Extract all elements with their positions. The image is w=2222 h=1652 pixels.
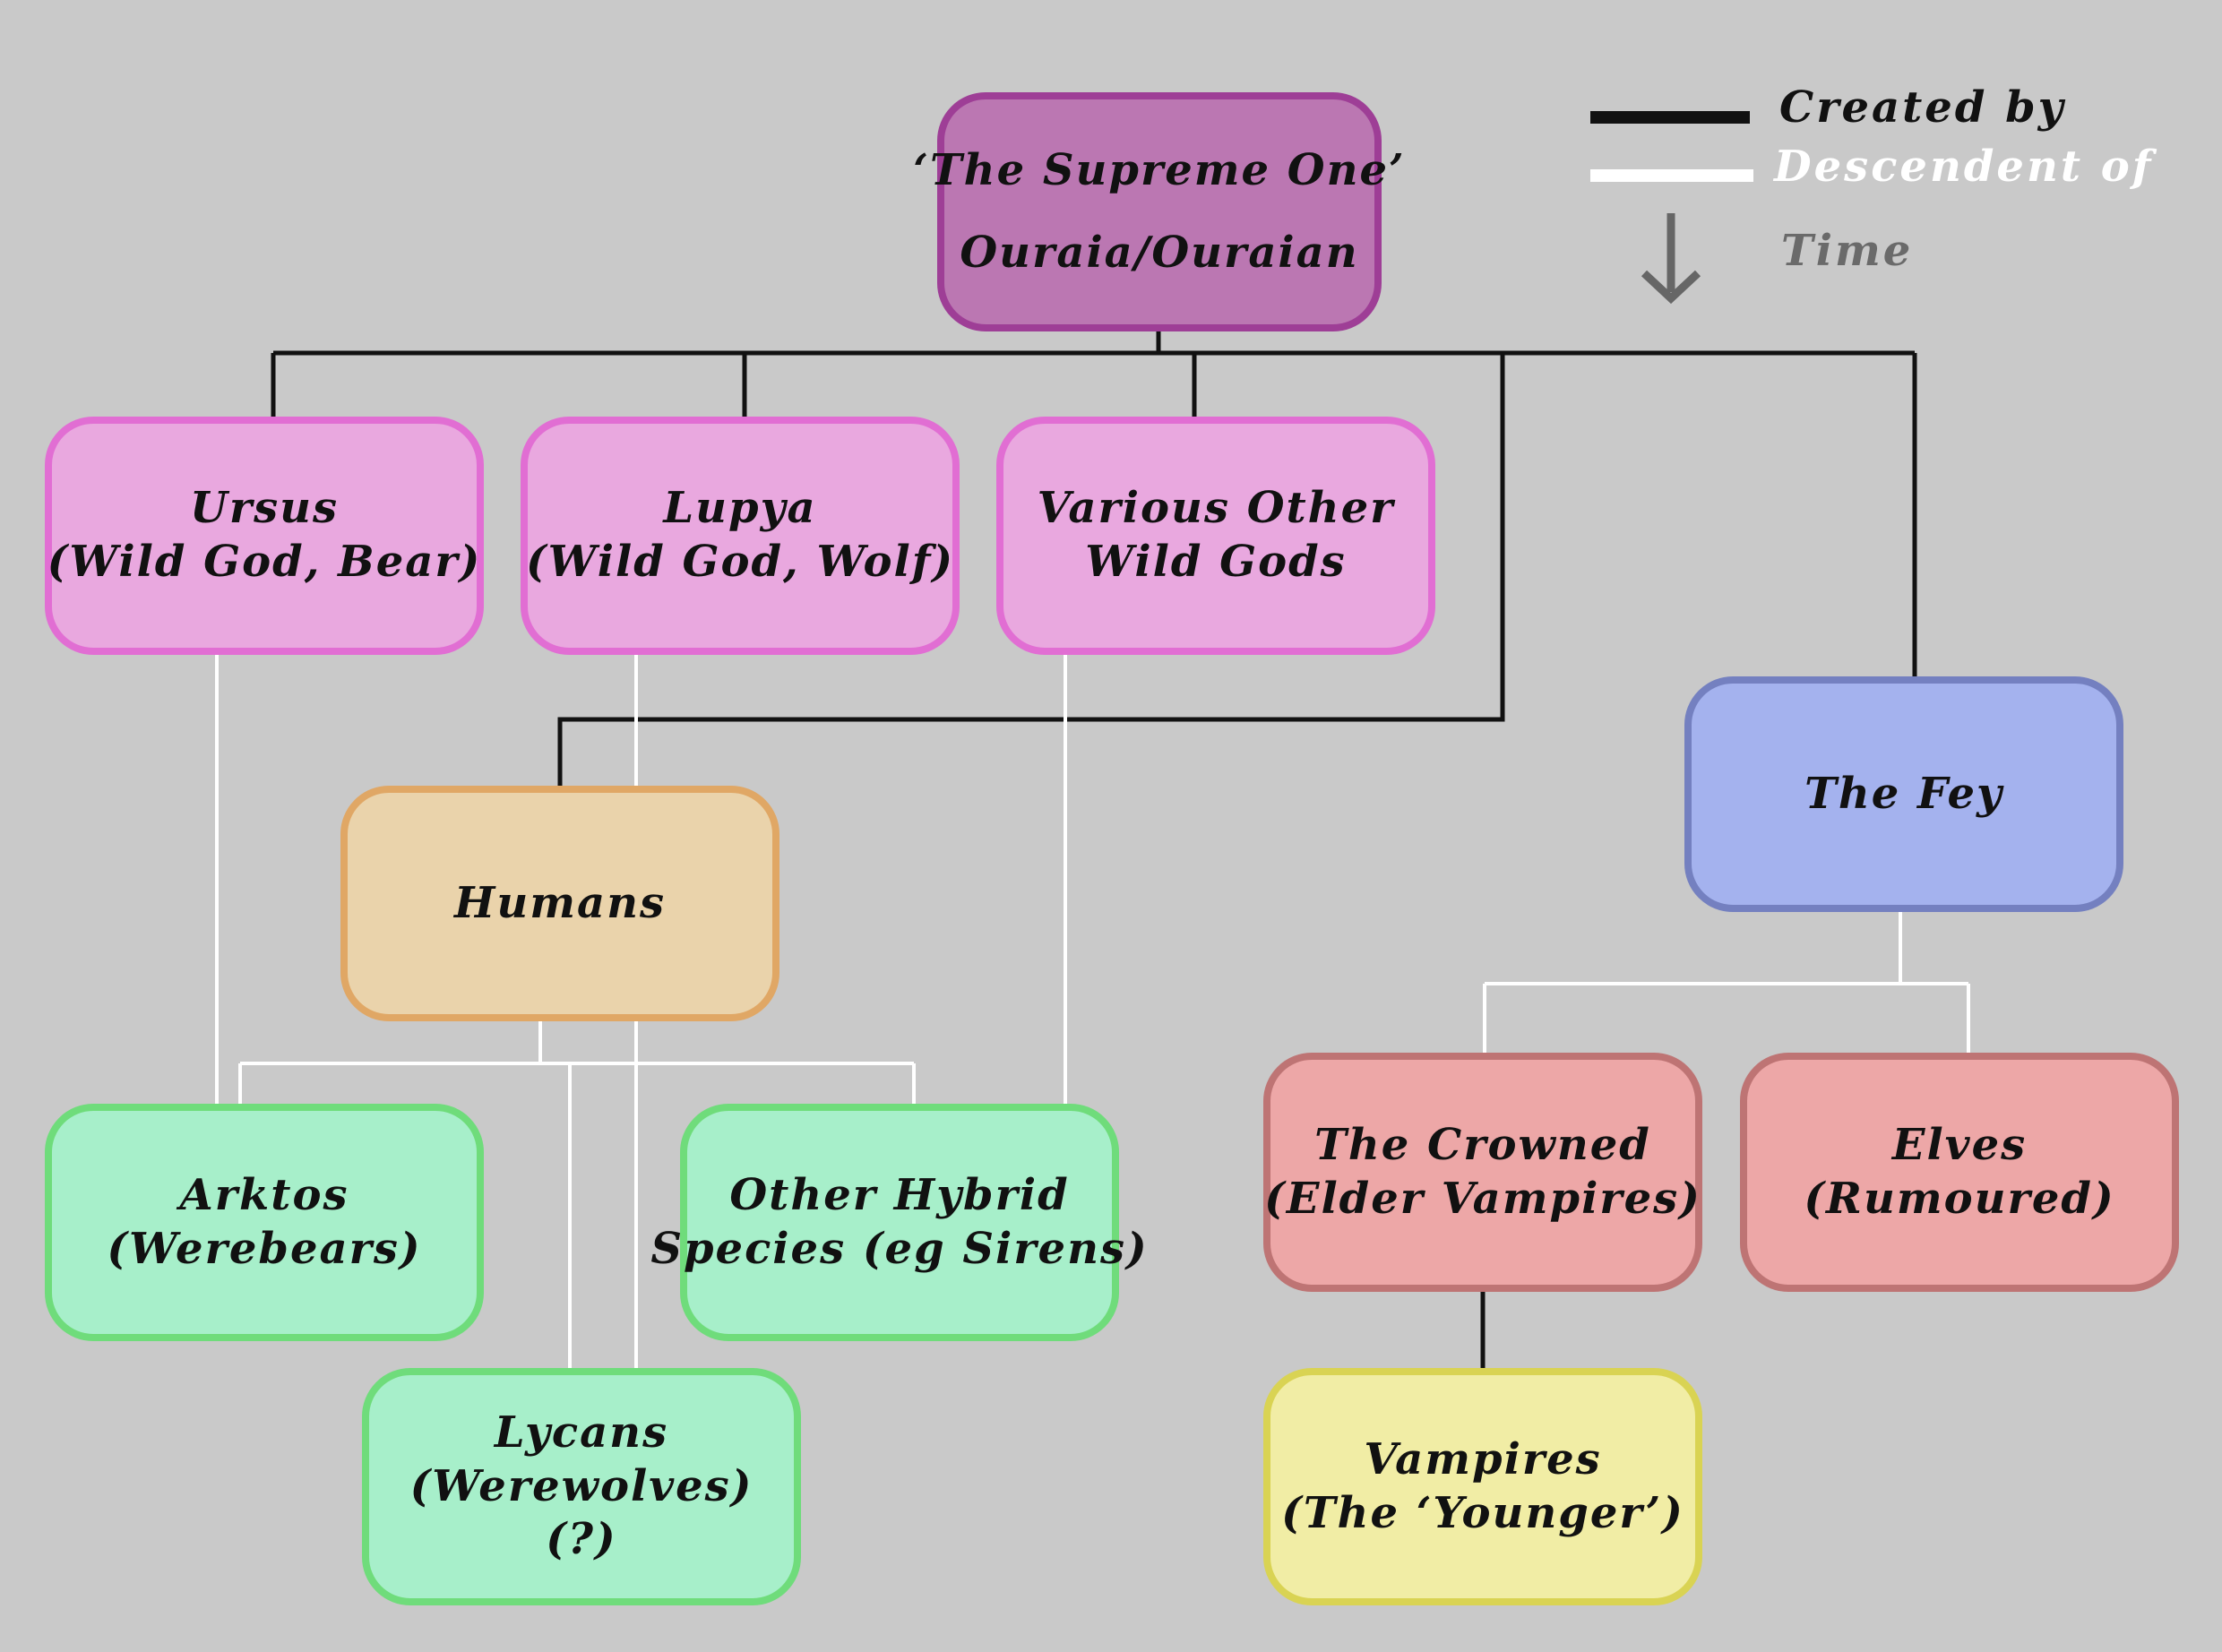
node-other-hybrid-species: Other Hybrid Species (eg Sirens) bbox=[650, 1104, 1147, 1341]
node-label: Elves bbox=[1891, 1119, 2028, 1170]
node-label: (Rumoured) bbox=[1804, 1173, 2115, 1224]
node-label: Vampires bbox=[1364, 1433, 1602, 1484]
node-elves: Elves (Rumoured) bbox=[1740, 1053, 2179, 1292]
node-label: Various Other bbox=[1037, 483, 1395, 534]
node-label: (Wild God, Bear) bbox=[47, 537, 482, 587]
node-label: Humans bbox=[453, 877, 667, 928]
node-label: Other Hybrid bbox=[729, 1169, 1070, 1220]
legend-created-by: Created by bbox=[1779, 82, 2066, 133]
node-humans: Humans bbox=[340, 786, 779, 1021]
node-label: (Wild God, Wolf) bbox=[525, 537, 955, 587]
node-ursus: Ursus (Wild God, Bear) bbox=[45, 417, 484, 655]
node-lupya: Lupya (Wild God, Wolf) bbox=[521, 417, 960, 655]
node-arktos: Arktos (Werebears) bbox=[45, 1104, 484, 1341]
legend-descendent-of: Descendent of bbox=[1774, 142, 2154, 192]
node-other-wild-gods: Various Other Wild Gods bbox=[996, 417, 1435, 655]
node-label: Ursus bbox=[189, 483, 340, 534]
created-by-legend-line bbox=[1590, 111, 1750, 124]
node-the-crowned: The Crowned (Elder Vampires) bbox=[1263, 1053, 1702, 1292]
node-label: Wild Gods bbox=[1085, 537, 1347, 587]
node-label: (The ‘Younger’) bbox=[1281, 1487, 1684, 1538]
node-label: (Werebears) bbox=[107, 1223, 422, 1274]
node-label: (Elder Vampires) bbox=[1264, 1173, 1701, 1224]
node-lycans: Lycans (Werewolves) (?) bbox=[362, 1368, 801, 1605]
node-label: Arktos bbox=[179, 1169, 349, 1220]
descendent-legend-line bbox=[1590, 169, 1753, 182]
node-label: Lupya bbox=[663, 483, 817, 534]
node-label: Ouraia/Ouraian bbox=[960, 227, 1359, 278]
node-supreme-one: ‘The Supreme One’ Ouraia/Ouraian bbox=[913, 92, 1404, 331]
node-label: The Crowned bbox=[1314, 1119, 1651, 1170]
node-the-fey: The Fey bbox=[1684, 676, 2123, 912]
node-label: Lycans bbox=[494, 1407, 669, 1458]
node-label: Species (eg Sirens) bbox=[650, 1223, 1149, 1274]
node-label: The Fey bbox=[1804, 768, 2003, 819]
node-label: (Werewolves) bbox=[409, 1460, 754, 1511]
node-vampires: Vampires (The ‘Younger’) bbox=[1263, 1368, 1702, 1605]
created-by-connector bbox=[557, 353, 1505, 786]
time-arrow-icon bbox=[1641, 213, 1701, 305]
legend-time: Time bbox=[1781, 226, 1914, 276]
node-label: (?) bbox=[546, 1514, 617, 1565]
node-label: ‘The Supreme One’ bbox=[913, 145, 1406, 196]
